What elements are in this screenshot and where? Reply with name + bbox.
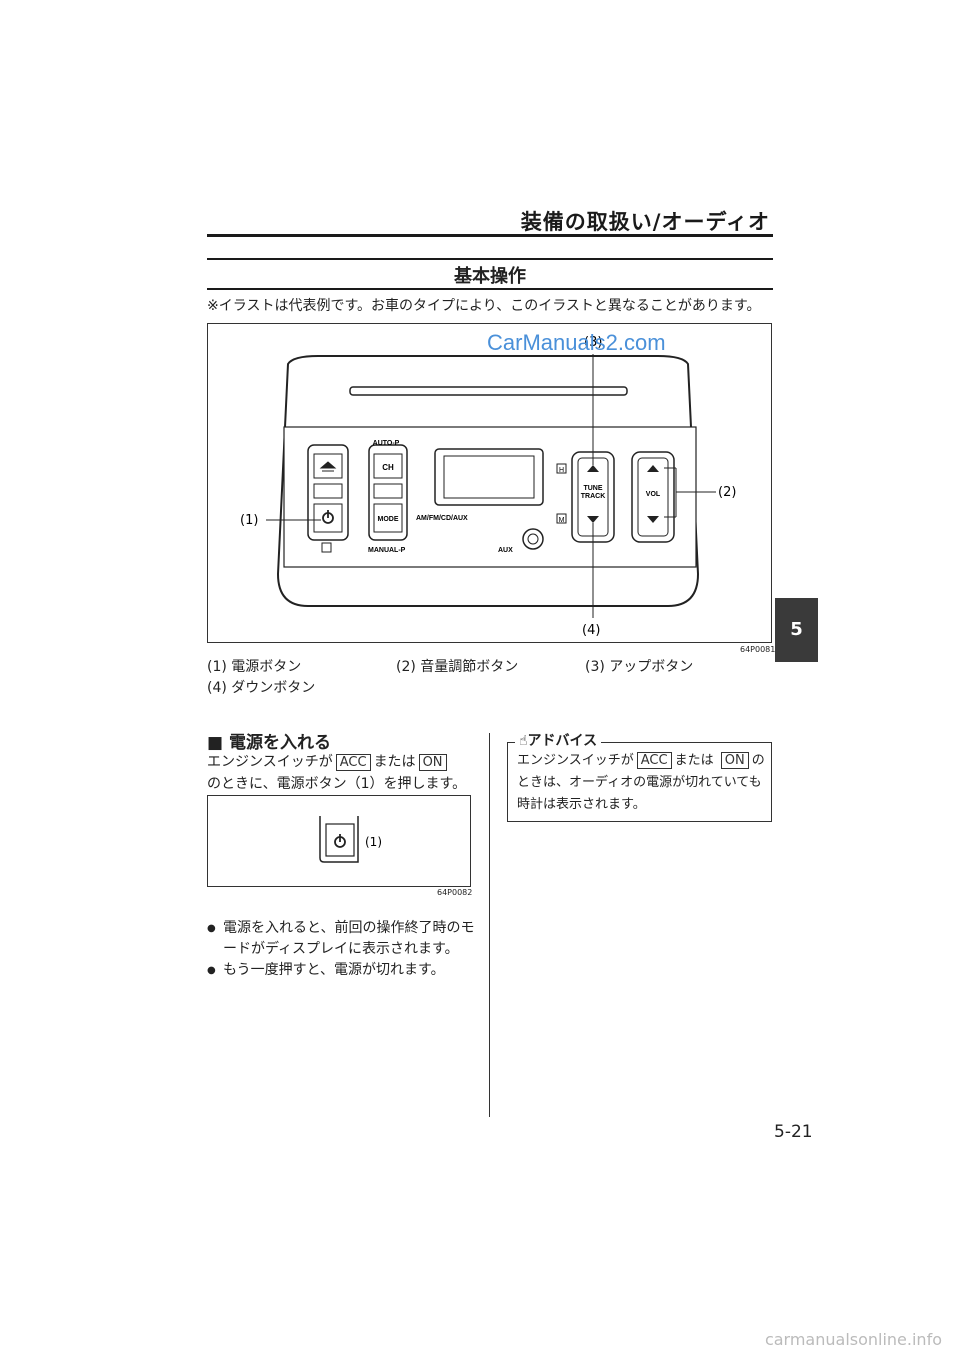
advice-box	[507, 742, 772, 822]
acc-key-label: ACC	[335, 754, 371, 771]
power-button-figure: (1)	[207, 795, 471, 887]
power-button-illustration: (1)	[319, 816, 382, 863]
svg-text:(3): (3)	[584, 335, 602, 350]
tune-up-icon	[587, 465, 599, 472]
chapter-tab: 5	[775, 598, 818, 662]
svg-text:AUTO-P: AUTO-P	[373, 440, 400, 447]
section-rule-top	[207, 258, 773, 260]
list-item: 電源を入れると、前回の操作終了時のモードがディスプレイに表示されます。	[207, 918, 482, 960]
svg-text:VOL: VOL	[646, 491, 661, 498]
acc-key-label: ACC	[636, 752, 672, 769]
caption-3: (3) アップボタン	[585, 659, 694, 675]
footer-watermark: carmanualsonline.info	[764, 1330, 942, 1349]
figure-code: 64P0081	[740, 645, 776, 654]
tune-down-icon	[587, 516, 599, 523]
caption-2: (2) 音量調節ボタン	[396, 659, 519, 675]
svg-text:(4): (4)	[582, 623, 600, 638]
power-heading: ■ 電源を入れる	[207, 733, 331, 753]
svg-text:H: H	[559, 467, 564, 474]
svg-text:MANUAL-P: MANUAL-P	[368, 547, 406, 554]
column-divider	[489, 733, 490, 1117]
audio-unit-illustration: AUTO-P CH MODE AM/FM/CD/AUX MANUAL-P AUX…	[240, 335, 736, 638]
caption-4: (4) ダウンボタン	[207, 680, 316, 696]
illustration-note: ※イラストは代表例です。お車のタイプにより、このイラストと異なることがあります。	[207, 298, 761, 314]
on-key-label: ON	[418, 754, 447, 771]
svg-text:MODE: MODE	[378, 516, 399, 523]
svg-text:(2): (2)	[718, 485, 736, 500]
watermark-text: CarManuals2.com	[487, 330, 666, 355]
svg-text:AUX: AUX	[498, 547, 513, 554]
caption-1: (1) 電源ボタン	[207, 659, 302, 675]
svg-text:(1): (1)	[240, 513, 258, 528]
svg-text:AM/FM/CD/AUX: AM/FM/CD/AUX	[416, 515, 468, 522]
notes-list: 電源を入れると、前回の操作終了時のモードがディスプレイに表示されます。 もう一度…	[207, 918, 482, 981]
cd-slot	[349, 386, 628, 396]
svg-text:TRACK: TRACK	[581, 493, 606, 500]
svg-text:CH: CH	[382, 463, 394, 472]
svg-text:(1): (1)	[365, 835, 382, 849]
svg-text:TUNE: TUNE	[583, 485, 602, 492]
header-rule	[207, 234, 773, 237]
figure-code-2: 64P0082	[437, 888, 473, 897]
audio-unit-figure: AUTO-P CH MODE AM/FM/CD/AUX MANUAL-P AUX…	[207, 323, 772, 643]
section-title: 基本操作	[454, 266, 526, 287]
page-number: 5-21	[774, 1122, 813, 1142]
eject-icon	[319, 461, 337, 472]
vol-down-icon	[647, 516, 659, 523]
on-key-label: ON	[720, 752, 749, 769]
advice-label: ☝アドバイス	[515, 730, 602, 750]
svg-text:M: M	[559, 517, 565, 524]
vol-up-icon	[647, 465, 659, 472]
section-rule-bottom	[207, 288, 773, 290]
hand-pointer-icon: ☝	[519, 733, 528, 749]
chapter-title: 装備の取扱い/オーディオ	[520, 210, 770, 234]
list-item: もう一度押すと、電源が切れます。	[207, 960, 482, 981]
